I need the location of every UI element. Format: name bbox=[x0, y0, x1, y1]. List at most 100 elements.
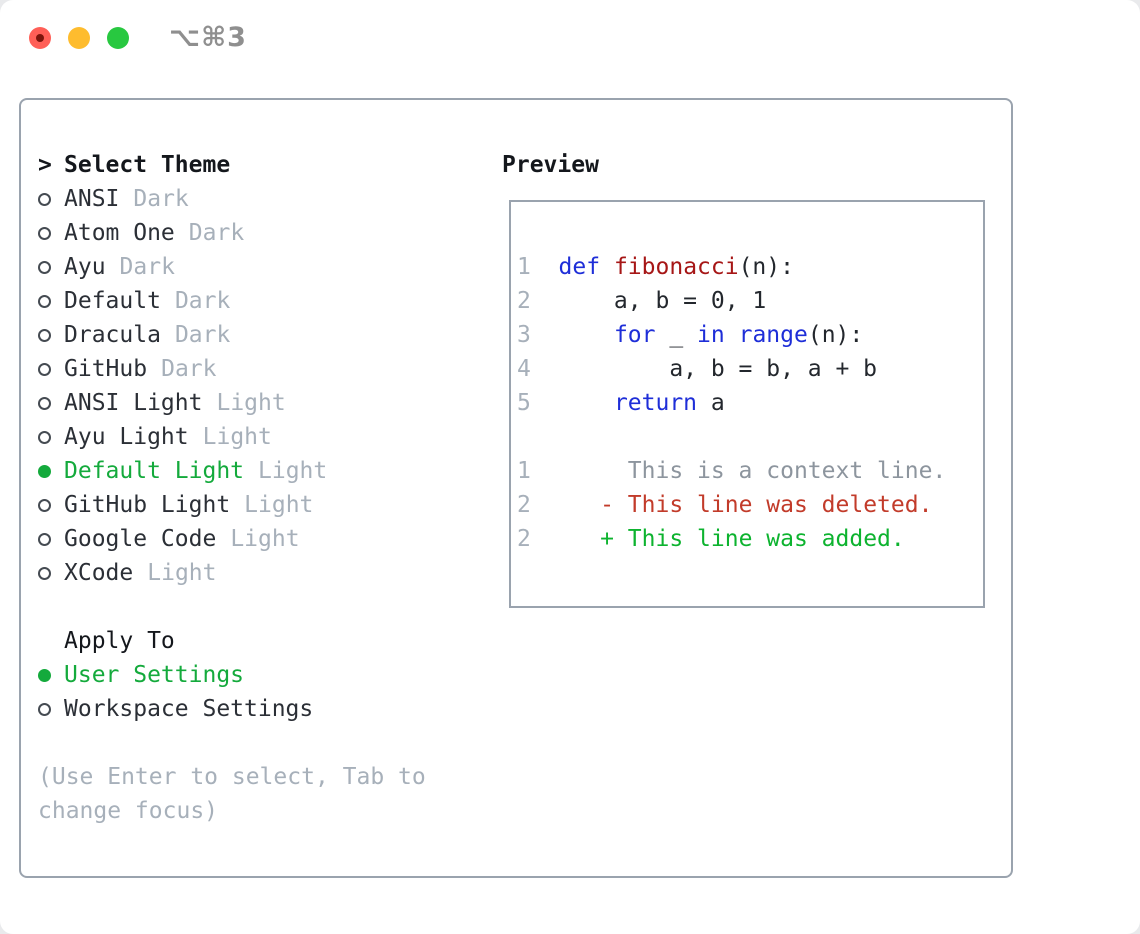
theme-option-ayu-light[interactable]: Ayu Light Light bbox=[38, 420, 488, 454]
line-number: 2 bbox=[517, 526, 559, 552]
theme-name: Default bbox=[64, 288, 161, 314]
code-token: return bbox=[613, 390, 698, 416]
code-line: 2 + This line was added. bbox=[517, 522, 983, 556]
code-token: This is a context line. bbox=[558, 458, 947, 484]
theme-name: Default Light bbox=[64, 458, 245, 484]
code-token bbox=[559, 322, 614, 348]
theme-variant: Light bbox=[258, 458, 328, 484]
radio-circle-icon bbox=[38, 362, 51, 376]
line-number: 4 bbox=[517, 356, 559, 382]
theme-variant: Dark bbox=[174, 322, 231, 348]
preview-title: Preview bbox=[502, 152, 599, 178]
theme-variant: Dark bbox=[119, 254, 175, 280]
code-token bbox=[559, 492, 601, 518]
prompt-caret: > bbox=[38, 152, 52, 178]
theme-variant: Dark bbox=[188, 220, 245, 246]
theme-variant: Light bbox=[216, 390, 286, 416]
theme-option-default-light[interactable]: Default Light Light bbox=[38, 454, 488, 488]
radio-circle-icon bbox=[38, 226, 51, 240]
theme-name: Atom One bbox=[64, 220, 175, 246]
code-token: (n): bbox=[738, 254, 794, 280]
line-number: 3 bbox=[517, 322, 559, 348]
theme-option-google-code[interactable]: Google Code Light bbox=[38, 522, 488, 556]
theme-option-dracula-dark[interactable]: Dracula Dark bbox=[38, 318, 488, 352]
theme-variant: Light bbox=[147, 560, 217, 586]
theme-option-github-light[interactable]: GitHub Light Light bbox=[38, 488, 488, 522]
line-number: 2 bbox=[517, 492, 559, 518]
theme-name: ANSI Light bbox=[64, 390, 203, 416]
apply-to-title: Apply To bbox=[64, 628, 175, 654]
theme-variant: Light bbox=[202, 424, 272, 450]
theme-variant: Dark bbox=[174, 288, 231, 314]
code-token: - This line was deleted. bbox=[600, 492, 933, 518]
preview-block-gap bbox=[517, 420, 983, 454]
radio-circle-icon bbox=[38, 532, 51, 546]
code-token bbox=[725, 322, 739, 348]
zoom-button[interactable] bbox=[107, 27, 129, 49]
theme-option-xcode[interactable]: XCode Light bbox=[38, 556, 488, 590]
radio-circle-icon bbox=[38, 566, 51, 580]
code-token: in bbox=[697, 322, 725, 348]
theme-variant: Dark bbox=[161, 356, 217, 382]
theme-option-atom-one-dark[interactable]: Atom One Dark bbox=[38, 216, 488, 250]
code-token: for bbox=[613, 322, 656, 348]
code-line: 2 a, b = 0, 1 bbox=[517, 284, 983, 318]
theme-name: Dracula bbox=[64, 322, 161, 348]
code-token: _ bbox=[655, 322, 698, 348]
code-token bbox=[600, 254, 614, 280]
theme-option-github-dark[interactable]: GitHub Dark bbox=[38, 352, 488, 386]
theme-option-ansi-light[interactable]: ANSI Light Light bbox=[38, 386, 488, 420]
apply-option-workspace-settings[interactable]: Workspace Settings bbox=[38, 692, 488, 726]
radio-circle-icon bbox=[38, 702, 51, 716]
radio-circle-icon bbox=[38, 294, 51, 308]
section-gap bbox=[38, 590, 488, 624]
theme-list-title: Select Theme bbox=[64, 152, 231, 178]
radio-circle-icon bbox=[38, 430, 51, 444]
theme-name: GitHub bbox=[64, 356, 148, 382]
theme-list-header: > Select Theme bbox=[38, 148, 488, 182]
apply-option-user-settings[interactable]: User Settings bbox=[38, 658, 488, 692]
code-token: + This line was added. bbox=[600, 526, 905, 552]
theme-list: > Select Theme ANSI Dark Atom One Dark A… bbox=[38, 148, 488, 828]
radio-circle-icon bbox=[38, 498, 51, 512]
code-token: def bbox=[558, 254, 601, 280]
theme-name: Google Code bbox=[64, 526, 217, 552]
theme-option-ansi-dark[interactable]: ANSI Dark bbox=[38, 182, 488, 216]
theme-option-ayu-dark[interactable]: Ayu Dark bbox=[38, 250, 488, 284]
theme-name: ANSI bbox=[64, 186, 120, 212]
radio-circle-icon bbox=[38, 328, 51, 342]
code-token: fibonacci bbox=[613, 254, 739, 280]
radio-circle-icon bbox=[38, 260, 51, 274]
help-text: (Use Enter to select, Tab to change focu… bbox=[38, 764, 426, 824]
radio-selected-icon bbox=[38, 668, 51, 682]
code-line: 2 - This line was deleted. bbox=[517, 488, 983, 522]
code-line: 4 a, b = b, a + b bbox=[517, 352, 983, 386]
code-token: a, b = 0, 1 bbox=[558, 288, 767, 314]
code-token: a, b = b, a + b bbox=[558, 356, 878, 382]
theme-name: XCode bbox=[64, 560, 134, 586]
radio-selected-icon bbox=[38, 464, 51, 478]
line-number: 1 bbox=[517, 458, 559, 484]
theme-variant: Dark bbox=[133, 186, 189, 212]
line-number: 1 bbox=[517, 254, 559, 280]
titlebar: ⌥⌘3 bbox=[29, 24, 247, 51]
code-line: 1 def fibonacci(n): bbox=[517, 250, 983, 284]
theme-name: GitHub Light bbox=[64, 492, 231, 518]
theme-option-default-dark[interactable]: Default Dark bbox=[38, 284, 488, 318]
code-token bbox=[559, 390, 614, 416]
minimize-button[interactable] bbox=[68, 27, 90, 49]
code-line: 1 This is a context line. bbox=[517, 454, 983, 488]
close-button[interactable] bbox=[29, 27, 51, 49]
line-number: 5 bbox=[517, 390, 559, 416]
theme-variant: Light bbox=[230, 526, 300, 552]
code-token: a bbox=[697, 390, 725, 416]
code-token: (n): bbox=[807, 322, 864, 348]
code-line: 5 return a bbox=[517, 386, 983, 420]
theme-variant: Light bbox=[244, 492, 314, 518]
apply-option-label: Workspace Settings bbox=[64, 696, 314, 722]
radio-circle-icon bbox=[38, 396, 51, 410]
theme-name: Ayu Light bbox=[64, 424, 189, 450]
code-line: 3 for _ in range(n): bbox=[517, 318, 983, 352]
